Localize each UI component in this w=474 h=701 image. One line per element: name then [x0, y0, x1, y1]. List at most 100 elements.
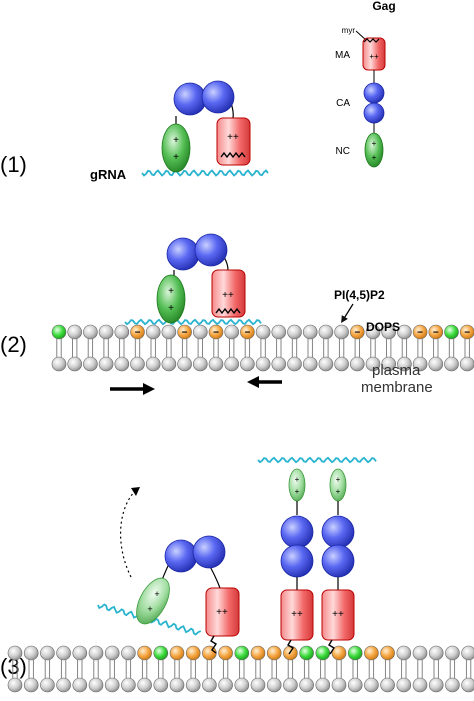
lipid-head — [83, 324, 98, 340]
panel-2-membrane-binding: −−−−−−−−− + + ++ PI(4,5)P2 DOPS plasma m… — [51, 233, 474, 396]
pip2-pointer-arrow — [341, 303, 354, 324]
lipid-head-inner — [114, 356, 130, 372]
lipid-head-inner — [349, 356, 365, 372]
lipid-head — [412, 645, 428, 661]
lipid-negative-charge: − — [182, 328, 188, 339]
myristoyl-zigzag-2 — [215, 307, 241, 315]
lipid-head — [98, 324, 114, 340]
lipid-head-inner — [83, 356, 98, 372]
ca-ctd-3a — [192, 535, 226, 569]
myristoyl-zigzag-legend — [363, 38, 380, 43]
lipid-head-inner — [412, 356, 428, 372]
lipid-head — [161, 324, 177, 340]
step-1-label: (1) — [0, 152, 27, 177]
lipid-head-dops — [380, 645, 395, 661]
lipid-head-dops — [331, 645, 347, 661]
lipid-head-inner — [445, 677, 460, 693]
lipid-bilayer-2: −−−−−−−−− — [51, 324, 474, 372]
lipid-head — [40, 645, 55, 661]
lipid-head-inner — [161, 356, 177, 372]
nc-label: NC — [336, 146, 350, 157]
ma-charge-3a: ++ — [216, 607, 228, 618]
lipid-head-dops — [137, 645, 152, 661]
ma-domain-3c — [321, 589, 355, 641]
lipid-head-dops — [240, 324, 255, 340]
lipid-head-dops — [202, 645, 217, 661]
lipid-head-dops — [412, 324, 428, 340]
myristoyl-anchor-3c — [328, 639, 335, 655]
lipid-head-inner — [153, 677, 169, 693]
ma-domain-2 — [211, 269, 246, 318]
lipid-head-pip2 — [347, 645, 363, 661]
pip2-label: PI(4,5)P2 — [334, 288, 385, 302]
step-2-label: (2) — [0, 332, 27, 357]
lipid-head-inner — [255, 356, 271, 372]
lipid-head-inner — [428, 356, 444, 372]
lipid-head — [23, 645, 39, 661]
ma-domain-3b — [280, 589, 314, 641]
lipid-head-inner — [287, 356, 302, 372]
ma-label: MA — [335, 50, 350, 61]
legend-title: Gag — [372, 0, 395, 13]
lipid-head-inner — [67, 356, 82, 372]
gag-legend: Gag myr ++ MA CA + + NC — [335, 0, 396, 168]
grna-strand-4 — [257, 456, 377, 464]
myristoyl-anchor-3a — [210, 635, 217, 654]
lipid-head — [302, 324, 318, 340]
lipid-head-pip2 — [299, 645, 314, 661]
myristoyl-zigzag-1 — [220, 151, 246, 159]
ca-ctd-3c — [321, 544, 355, 578]
lipid-head-dops — [130, 324, 145, 340]
lipid-head-pip2 — [51, 324, 67, 340]
lipid-head-dops — [177, 324, 192, 340]
lipid-head-dops — [208, 324, 224, 340]
lipid-head — [145, 324, 161, 340]
lipid-head-inner — [23, 677, 39, 693]
lipid-head — [381, 324, 397, 340]
nc-charge-2b: + — [168, 303, 174, 314]
lipid-head-inner — [271, 356, 287, 372]
nc-charge-2a: + — [168, 286, 174, 297]
lipid-head-dops — [428, 324, 444, 340]
lipid-head-pip2 — [444, 324, 459, 340]
lipid-head-inner — [331, 677, 347, 693]
lipid-head — [428, 645, 444, 661]
lipid-head — [287, 324, 302, 340]
nc-charge-3b2: + — [295, 487, 300, 496]
grna-strand-2 — [124, 318, 262, 326]
release-arrow-head — [131, 487, 140, 496]
lipid-head-inner — [234, 677, 250, 693]
lipid-head-pip2 — [153, 645, 169, 661]
lipid-head-inner — [380, 677, 395, 693]
lipid-head-inner — [218, 677, 233, 693]
panel-1-gag-rna: gRNA + + ++ — [90, 80, 269, 182]
nc-charge-3a1: + — [154, 589, 159, 599]
lipid-head-inner — [318, 356, 334, 372]
nc-charge-1b: + — [173, 152, 179, 163]
lipid-head-inner — [40, 677, 55, 693]
lateral-arrow-left — [247, 376, 282, 388]
lipid-head-pip2 — [315, 645, 331, 661]
lipid-head-inner — [56, 677, 71, 693]
lipid-head-inner — [7, 677, 23, 693]
lipid-head-inner — [88, 677, 104, 693]
lipid-head — [224, 324, 239, 340]
lipid-head-dops — [169, 645, 185, 661]
nc-domain-2 — [156, 274, 186, 324]
lipid-head-inner — [334, 356, 349, 372]
lipid-head-inner — [193, 356, 208, 372]
lipid-head-dops — [349, 324, 365, 340]
lipid-head-inner — [461, 677, 474, 693]
ca-label: CA — [336, 98, 350, 109]
nc-charge-legend-top: + — [372, 139, 377, 148]
lipid-head — [121, 645, 136, 661]
lipid-head-inner — [396, 677, 412, 693]
lipid-head-dops — [218, 645, 233, 661]
lipid-head-dops — [185, 645, 201, 661]
lipid-head — [67, 324, 82, 340]
lipid-head — [114, 324, 130, 340]
dops-label: DOPS — [366, 320, 400, 334]
lipid-head-inner — [104, 677, 120, 693]
lipid-head-inner — [240, 356, 255, 372]
